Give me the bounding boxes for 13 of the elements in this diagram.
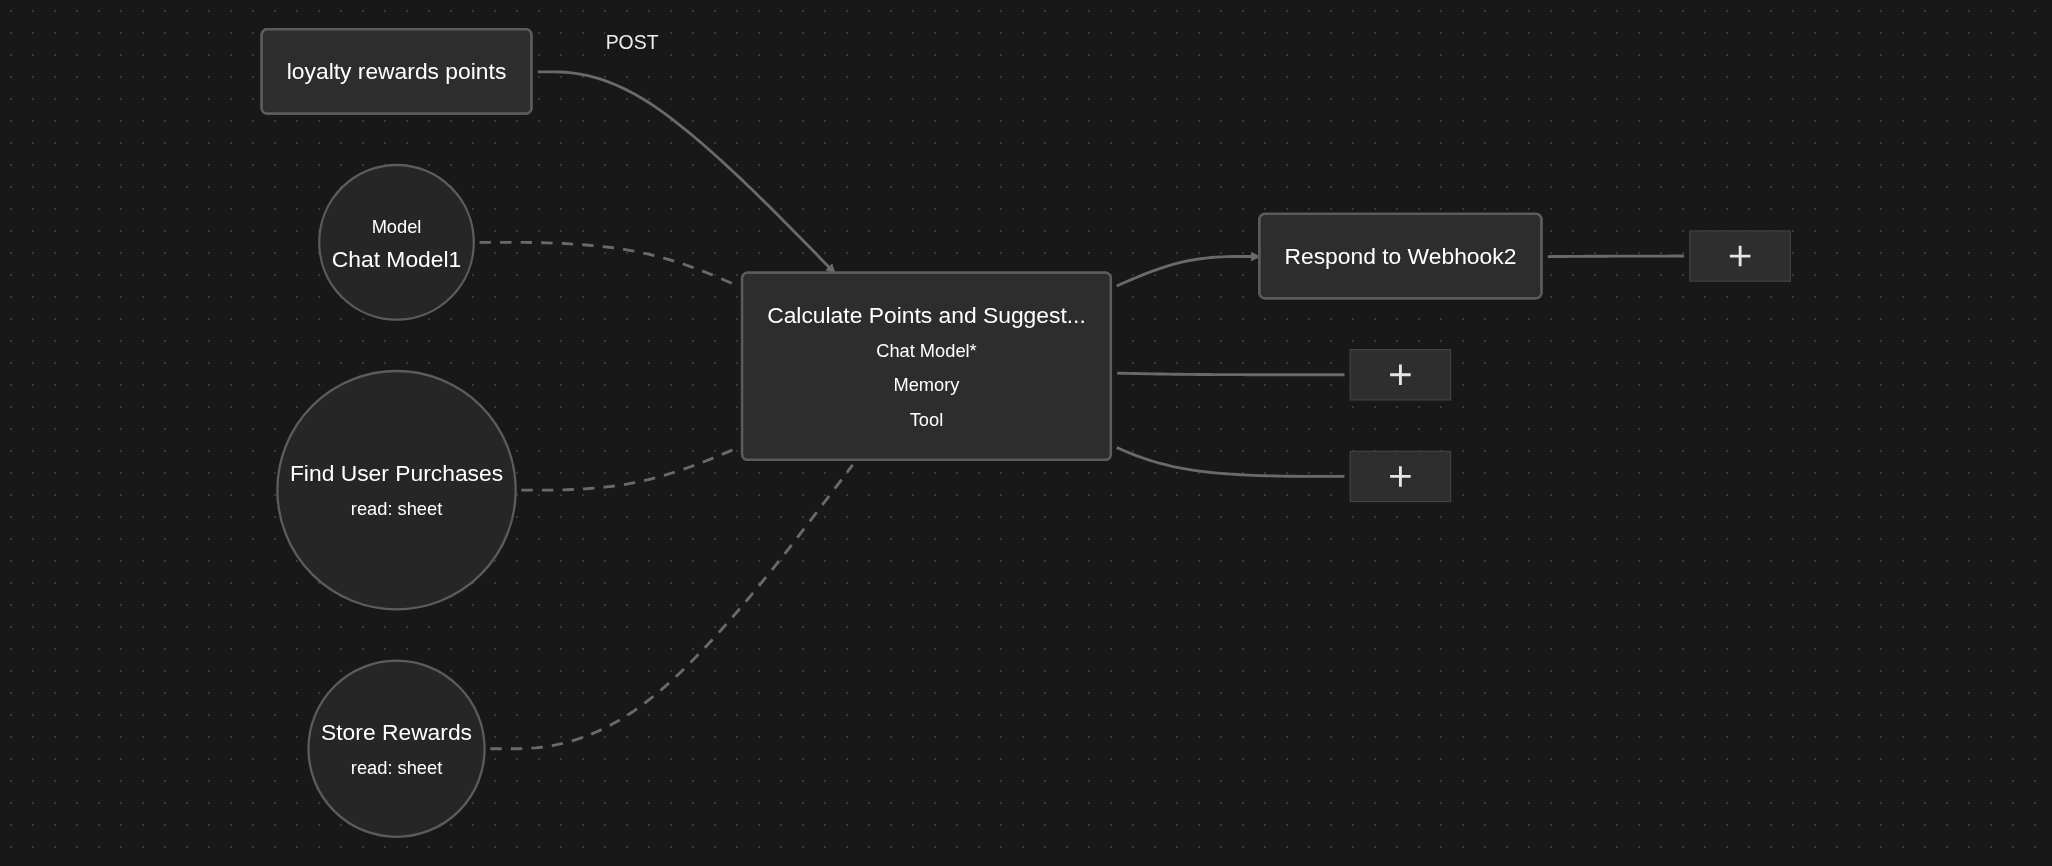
dashed-connector xyxy=(490,464,854,751)
connector xyxy=(1116,446,1345,478)
add-button xyxy=(1349,349,1452,401)
node-circle: Find User Purchases read: sheet xyxy=(276,369,517,611)
add-button xyxy=(1349,450,1452,503)
agent-box: Calculate Points and Suggest... Chat Model* Memory Tool xyxy=(740,271,1113,461)
node-circle: Model Chat Model1 xyxy=(318,163,475,321)
connector xyxy=(1117,371,1345,377)
add-button xyxy=(1689,230,1791,282)
trigger-box: loyalty rewards points xyxy=(260,28,533,115)
connector xyxy=(1547,254,1685,258)
node-circle: Store Rewards read: sheet xyxy=(307,659,486,838)
process-box: Respond to Webhook2 xyxy=(1258,212,1543,300)
